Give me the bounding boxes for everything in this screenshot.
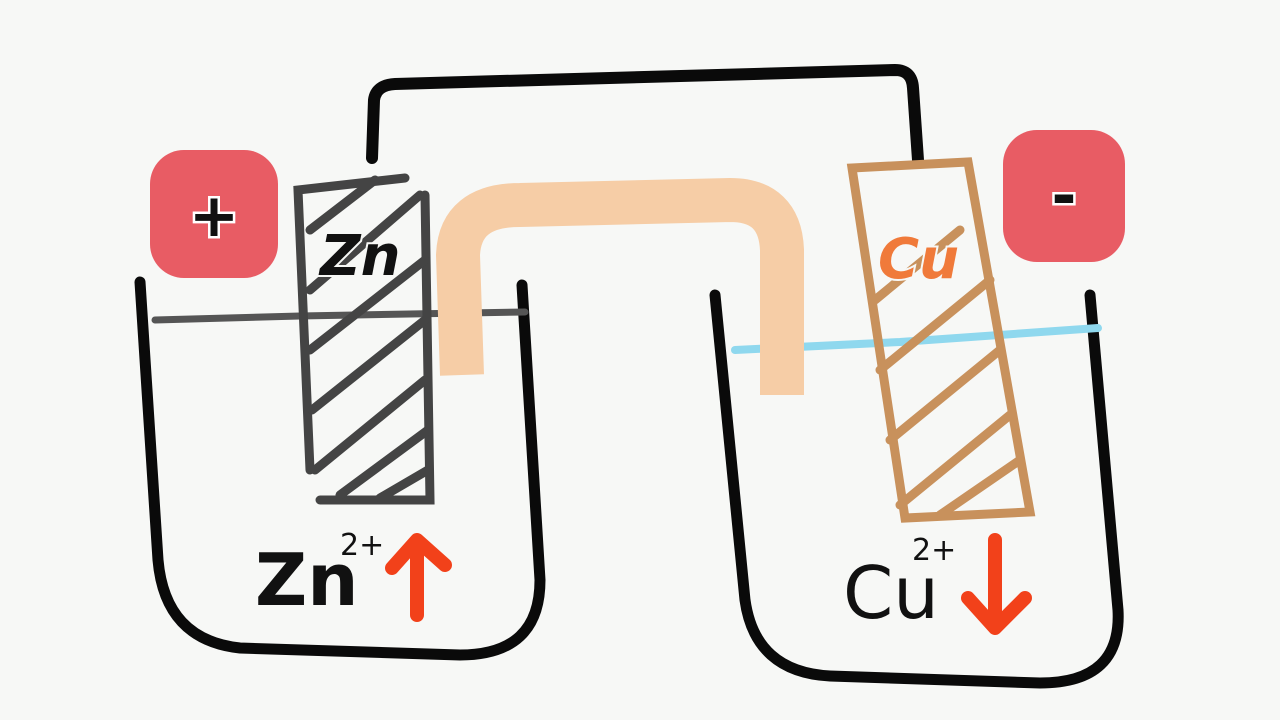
zinc-ion-charge: 2+: [340, 528, 384, 563]
copper-ion-charge: 2+: [912, 533, 956, 568]
zinc-ion-symbol: Zn: [255, 538, 358, 622]
salt-bridge: [435, 177, 804, 395]
arrow-up-icon: [385, 533, 452, 622]
arrow-down-icon: [961, 533, 1032, 635]
negative-badge: [1003, 130, 1125, 262]
right-beaker: [709, 289, 1124, 689]
zinc-electrode-label: Zn: [318, 224, 400, 289]
copper-ion-symbol: Cu: [843, 551, 939, 635]
negative-sign: -: [1052, 161, 1077, 231]
zinc-electrode: [293, 173, 435, 505]
copper-electrode-label: Cu: [878, 227, 959, 292]
copper-electrode: [846, 157, 1036, 523]
positive-sign: +: [189, 181, 239, 251]
external-wire: [366, 64, 924, 166]
left-beaker: [134, 276, 546, 661]
positive-badge: [150, 150, 278, 278]
